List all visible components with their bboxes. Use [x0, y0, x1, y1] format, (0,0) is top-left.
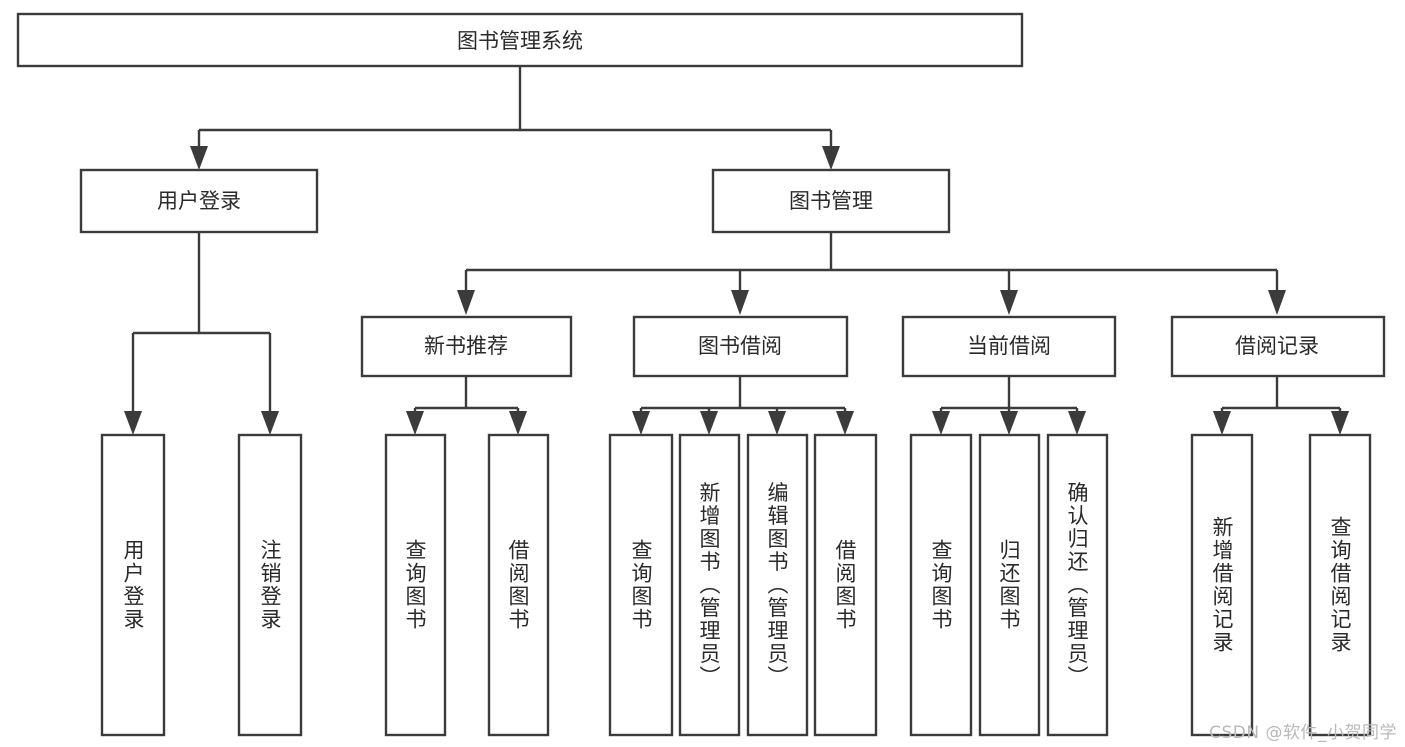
leaf-logout-box[interactable] — [237, 433, 303, 737]
arrow-head-leaf-current-1 — [932, 411, 950, 435]
arrow-head-user-login — [190, 146, 208, 170]
leaf-node[interactable]: 查询图书 — [384, 433, 447, 737]
arrow-head-leaf-current-2 — [1000, 411, 1018, 435]
node-new-book-rec[interactable]: 新书推荐 — [360, 315, 573, 378]
leaf-record-add-box[interactable] — [1190, 433, 1254, 737]
arrow-head-leaf-borrow-4 — [836, 411, 854, 435]
node-user-login-label: 用户登录 — [157, 189, 241, 213]
connector-group-root — [190, 66, 840, 170]
node-book-borrow-box[interactable] — [632, 315, 849, 378]
leaf-node[interactable]: 编辑图书（管理员） — [746, 433, 809, 737]
node-user-login-box[interactable] — [79, 168, 319, 234]
leaf-user-login-box[interactable] — [100, 433, 166, 737]
leaf-node[interactable]: 查询图书 — [909, 433, 973, 737]
leaf-newbook-query-label: 查询图书 — [403, 539, 427, 631]
leaf-node[interactable]: 新增图书（管理员） — [678, 433, 741, 737]
leaf-node[interactable]: 查询借阅记录 — [1308, 433, 1372, 737]
leaf-user-login-label: 用户登录 — [121, 539, 145, 631]
connector-group-borrow-record — [1213, 376, 1349, 435]
leaf-record-add-label: 新增借阅记录 — [1210, 516, 1234, 654]
node-borrow-record[interactable]: 借阅记录 — [1170, 315, 1386, 378]
node-book-manage-box[interactable] — [711, 168, 951, 234]
connector-group-new-book — [406, 376, 527, 435]
leaf-borrow-query-label: 查询图书 — [629, 539, 653, 631]
leaf-borrow-query-box[interactable] — [608, 433, 674, 737]
leaf-current-confirm-label: 确认归还（管理员） — [1065, 482, 1089, 689]
node-borrow-record-box[interactable] — [1170, 315, 1386, 378]
arrow-head-leaf-record-2 — [1331, 411, 1349, 435]
node-book-borrow[interactable]: 图书借阅 — [632, 315, 849, 378]
leaf-node[interactable]: 确认归还（管理员） — [1046, 433, 1109, 737]
arrow-head-book-borrow — [731, 290, 749, 315]
leaf-logout-label: 注销登录 — [258, 539, 282, 631]
leaf-record-query-box[interactable] — [1308, 433, 1372, 737]
leaf-node[interactable]: 归还图书 — [978, 433, 1041, 737]
leaf-current-query-box[interactable] — [909, 433, 973, 737]
leaf-borrow-edit-label: 编辑图书（管理员） — [765, 482, 789, 689]
leaf-current-query-label: 查询图书 — [929, 539, 953, 631]
node-book-manage[interactable]: 图书管理 — [711, 168, 951, 234]
arrow-head-leaf-current-3 — [1068, 411, 1086, 435]
arrow-head-borrow-record — [1268, 290, 1286, 315]
node-root-label: 图书管理系统 — [457, 29, 583, 53]
connector-group-book-borrow — [632, 376, 854, 435]
leaf-current-return-label: 归还图书 — [997, 539, 1021, 631]
node-root-box[interactable] — [16, 12, 1024, 68]
leaf-node[interactable]: 查询图书 — [608, 433, 674, 737]
node-user-login[interactable]: 用户登录 — [79, 168, 319, 234]
connector-group-user-login — [124, 232, 279, 435]
arrow-head-leaf-user-1 — [124, 411, 142, 435]
node-current-borrow-box[interactable] — [901, 315, 1117, 378]
arrow-head-leaf-borrow-2 — [700, 411, 718, 435]
connector-group-current-borrow — [932, 376, 1086, 435]
leaf-borrow-add-box[interactable] — [678, 433, 741, 737]
leaf-node[interactable]: 用户登录 — [100, 433, 166, 737]
arrow-head-leaf-borrow-3 — [768, 411, 786, 435]
node-book-manage-label: 图书管理 — [789, 189, 873, 213]
arrow-head-leaf-record-1 — [1213, 411, 1231, 435]
leaf-node[interactable]: 注销登录 — [237, 433, 303, 737]
node-root[interactable]: 图书管理系统 — [16, 12, 1024, 68]
node-borrow-record-label: 借阅记录 — [1235, 334, 1319, 358]
node-new-book-rec-label: 新书推荐 — [424, 334, 508, 358]
leaf-newbook-query-box[interactable] — [384, 433, 447, 737]
arrow-head-leaf-newbook-2 — [509, 411, 527, 435]
node-current-borrow[interactable]: 当前借阅 — [901, 315, 1117, 378]
leaf-borrow-add-label: 新增图书（管理员） — [697, 482, 721, 689]
leaf-borrow-edit-box[interactable] — [746, 433, 809, 737]
leaf-newbook-borrow-label: 借阅图书 — [506, 539, 530, 631]
node-current-borrow-label: 当前借阅 — [967, 334, 1051, 358]
leaf-newbook-borrow-box[interactable] — [487, 433, 550, 737]
leaf-record-query-label: 查询借阅记录 — [1328, 516, 1352, 654]
leaf-current-confirm-box[interactable] — [1046, 433, 1109, 737]
arrow-head-book-manage — [822, 146, 840, 170]
leaf-node[interactable]: 借阅图书 — [487, 433, 550, 737]
connector-group-book-manage — [457, 232, 1286, 315]
leaf-borrow-do-label: 借阅图书 — [833, 539, 857, 631]
watermark-text: CSDN @软件_小贺同学 — [1209, 723, 1397, 743]
leaf-borrow-do-box[interactable] — [813, 433, 878, 737]
node-new-book-rec-box[interactable] — [360, 315, 573, 378]
arrow-head-new-book — [457, 290, 475, 315]
arrow-head-leaf-newbook-1 — [406, 411, 424, 435]
arrow-head-current-borrow — [1000, 290, 1018, 315]
leaf-node[interactable]: 新增借阅记录 — [1190, 433, 1254, 737]
node-book-borrow-label: 图书借阅 — [698, 334, 782, 358]
leaf-node[interactable]: 借阅图书 — [813, 433, 878, 737]
leaf-current-return-box[interactable] — [978, 433, 1041, 737]
arrow-head-leaf-borrow-1 — [632, 411, 650, 435]
arrow-head-leaf-user-2 — [261, 411, 279, 435]
